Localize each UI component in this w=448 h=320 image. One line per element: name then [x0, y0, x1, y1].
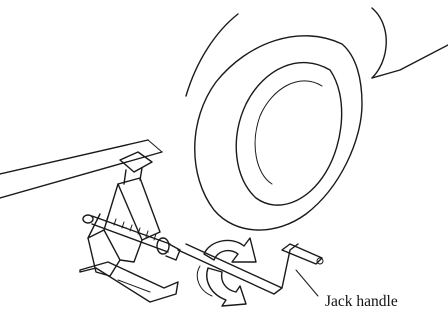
wheel-arch-rear [372, 8, 386, 78]
jack-handle [178, 244, 323, 294]
jack-handle-grip-end [317, 258, 323, 264]
rotation-arrow-upper [204, 238, 256, 262]
tire-rim-inner [255, 81, 322, 184]
tire [195, 36, 362, 230]
callout-leader-line [296, 270, 318, 296]
jack-base [80, 262, 178, 302]
rocker-panel-lower [0, 152, 162, 198]
rotation-arrow-lower [207, 268, 246, 306]
jack-handle-label: Jack handle [325, 293, 398, 311]
rocker-panel-edge [148, 140, 162, 152]
jack-arm-lower-left [88, 238, 120, 276]
jack-screw [92, 216, 170, 252]
jack-screw-nut [157, 238, 169, 254]
jack-arm-upper-left [88, 184, 118, 238]
wheel-arch-front [186, 14, 238, 96]
car-body [0, 8, 448, 198]
tire-outer [195, 36, 362, 230]
rotation-arrow-tail [197, 266, 212, 296]
jack-handle-shaft [178, 244, 282, 294]
jack-base-flange [118, 280, 150, 292]
scissor-jack [80, 152, 180, 302]
